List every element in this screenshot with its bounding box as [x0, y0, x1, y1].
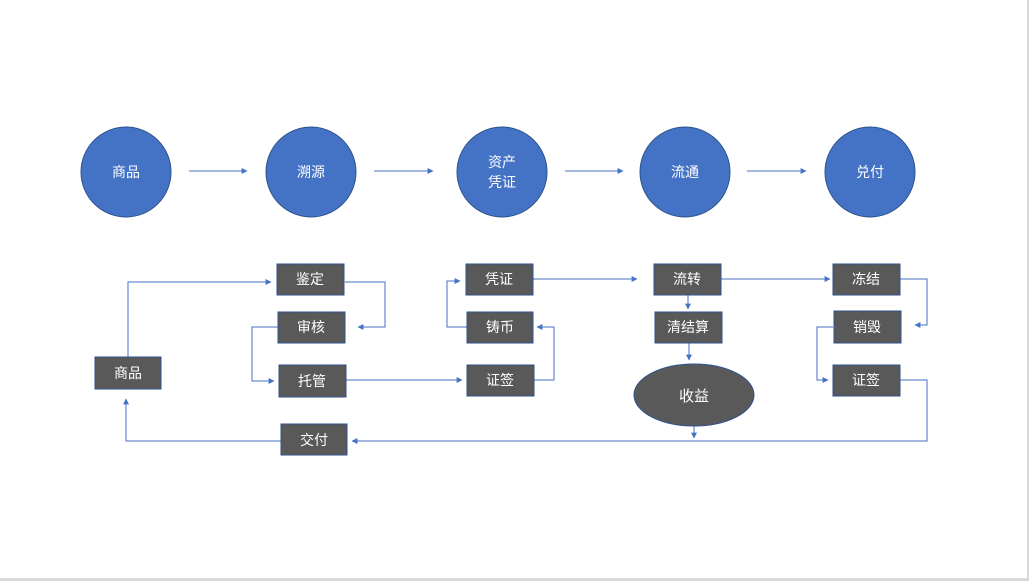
node-transfer: 流转 — [653, 263, 722, 296]
node-destroy-label: 销毁 — [853, 320, 881, 336]
stage-goods-label: 商品 — [112, 165, 140, 181]
arrow-visa-to-mint — [534, 324, 555, 381]
node-settle: 清结算 — [654, 311, 723, 344]
stage-goods: 商品 — [80, 126, 172, 218]
stage-row: 商品 溯源 资产 凭证 流通 兑付 — [80, 126, 916, 218]
arrow-freeze-to-destroy — [900, 278, 928, 328]
stage-circulate-label: 流通 — [671, 165, 699, 181]
node-voucher: 凭证 — [465, 263, 534, 296]
node-deliver-label: 交付 — [300, 432, 328, 449]
arrow-mint-to-voucher — [446, 278, 467, 328]
node-visa: 证签 — [466, 364, 535, 397]
node-appraise-label: 鉴定 — [296, 272, 324, 288]
node-deliver: 交付 — [280, 423, 348, 456]
process-nodes: 商品 鉴定 审核 托管 交付 凭证 铸币 证签 — [94, 263, 902, 456]
stage-redeem-label: 兑付 — [856, 165, 884, 181]
node-custody: 托管 — [278, 364, 347, 398]
arrow-appraise-to-review — [345, 281, 386, 330]
node-mint: 铸币 — [466, 311, 534, 344]
node-visa2-label: 证签 — [852, 372, 880, 389]
node-review-label: 审核 — [297, 320, 325, 336]
node-review: 审核 — [277, 311, 346, 344]
slide-edge-bottom — [0, 578, 1029, 581]
stage-trace-label: 溯源 — [297, 165, 325, 181]
stage-asset-voucher: 资产 凭证 — [456, 126, 548, 218]
node-freeze: 冻结 — [832, 263, 901, 296]
node-custody-label: 托管 — [298, 374, 326, 390]
node-voucher-label: 凭证 — [485, 272, 513, 288]
node-income-label: 收益 — [679, 387, 709, 405]
arrow-review-to-custody — [251, 326, 278, 384]
stage-asset-label-line1: 资产 — [488, 155, 516, 171]
slide-edge-right — [1027, 0, 1029, 581]
node-visa-label: 证签 — [486, 372, 514, 389]
node-transfer-label: 流转 — [673, 272, 701, 288]
node-destroy: 销毁 — [833, 310, 902, 344]
node-goods-label: 商品 — [114, 366, 142, 382]
node-mint-label: 铸币 — [486, 320, 514, 336]
node-settle-label: 清结算 — [667, 320, 709, 336]
arrow-deliver-to-goods — [123, 398, 281, 442]
process-connectors — [123, 276, 928, 444]
node-goods: 商品 — [94, 356, 162, 390]
arrow-visa2-to-deliver — [351, 379, 928, 444]
stage-asset-label-line2: 凭证 — [488, 175, 516, 191]
stage-redeem: 兑付 — [824, 126, 916, 218]
arrow-goods-to-appraise — [127, 279, 272, 357]
node-appraise: 鉴定 — [276, 263, 345, 296]
arrow-destroy-to-visa2 — [816, 326, 833, 383]
node-freeze-label: 冻结 — [852, 271, 880, 288]
stage-circulate: 流通 — [639, 126, 731, 218]
node-income: 收益 — [633, 363, 755, 427]
stage-trace: 溯源 — [265, 126, 357, 218]
node-visa2: 证签 — [832, 364, 901, 397]
